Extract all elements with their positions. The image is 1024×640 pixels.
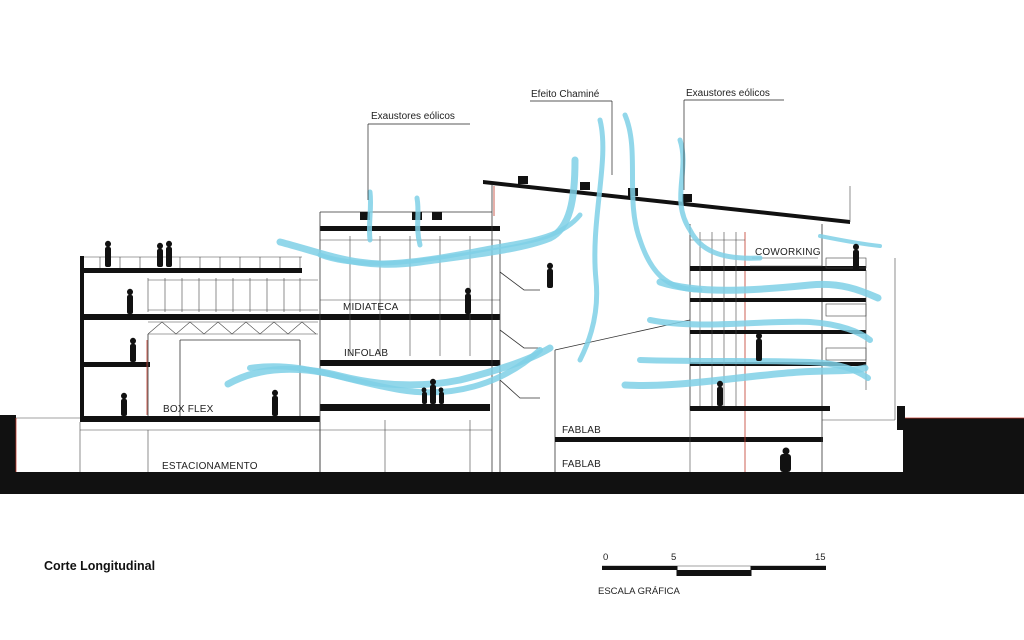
scale-tick-5: 5 [671, 552, 676, 563]
label-exaustores-right: Exaustores eólicos [686, 88, 770, 99]
label-fablab-upper: FABLAB [562, 425, 601, 436]
label-fablab-lower: FABLAB [562, 459, 601, 470]
site-wall-right [897, 406, 905, 430]
site-wall-left [0, 415, 16, 473]
scale-bar-label: ESCALA GRÁFICA [598, 586, 680, 597]
scale-tick-0: 0 [603, 552, 608, 563]
right-building-block [689, 224, 896, 472]
label-infolab: INFOLAB [344, 348, 388, 359]
label-box-flex: BOX FLEX [163, 404, 214, 415]
ground-slab [0, 472, 1024, 494]
drawing-title: Corte Longitudinal [44, 559, 155, 573]
scale-bar [602, 565, 826, 576]
label-midiateca: MIDIATECA [343, 302, 399, 313]
label-exaustores-left: Exaustores eólicos [371, 111, 455, 122]
people-silhouettes [105, 240, 859, 472]
label-efeito-chamine: Efeito Chaminé [531, 89, 600, 100]
label-coworking: COWORKING [755, 247, 821, 258]
annotation-leaders [367, 99, 784, 200]
scale-tick-15: 15 [815, 552, 826, 563]
label-estacionamento: ESTACIONAMENTO [162, 461, 258, 472]
airflow-streams [224, 112, 882, 396]
